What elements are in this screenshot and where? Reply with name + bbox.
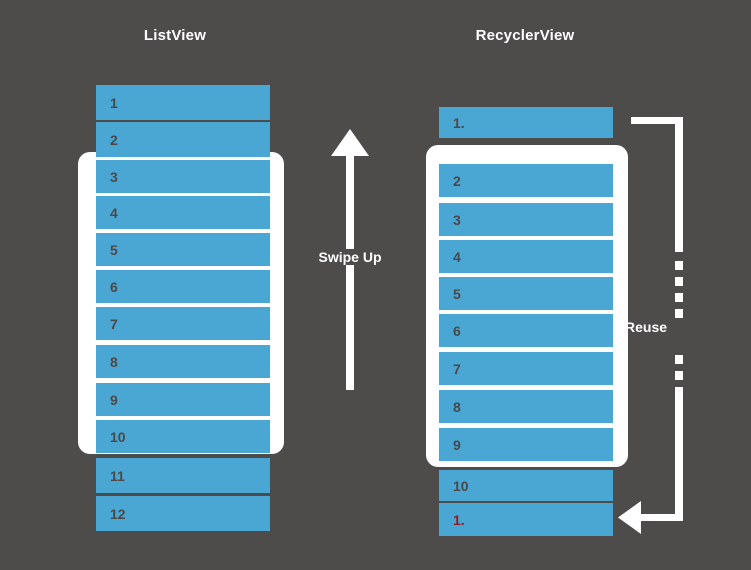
reuse-annotation: Reuse — [600, 105, 710, 535]
list-item-label: 2 — [110, 131, 118, 148]
list-item-label: 11 — [110, 467, 125, 484]
list-item-label: 12 — [110, 505, 126, 522]
list-item[interactable]: 10 — [439, 470, 613, 501]
list-item-label: 5 — [110, 241, 118, 258]
list-item[interactable]: 1. — [439, 107, 613, 138]
list-item[interactable]: 8 — [439, 390, 613, 423]
arrow-up-icon — [331, 129, 369, 390]
list-item[interactable]: 1. — [439, 503, 613, 536]
recyclerview-title: RecyclerView — [475, 27, 575, 44]
list-item[interactable]: 4 — [439, 240, 613, 273]
list-item[interactable]: 3 — [96, 160, 270, 193]
list-item-label: 6 — [453, 322, 461, 339]
swipe-up-annotation: Swipe Up — [300, 125, 400, 390]
list-item-label: 4 — [453, 248, 461, 265]
list-item[interactable]: 6 — [96, 270, 270, 303]
list-item-label: 9 — [453, 436, 461, 453]
list-item-label: 8 — [453, 398, 461, 415]
list-item-label: 8 — [110, 353, 118, 370]
list-item-label: 4 — [110, 204, 118, 221]
arrow-left-icon — [618, 117, 683, 534]
swipe-up-label: Swipe Up — [318, 249, 382, 265]
list-item[interactable]: 4 — [96, 196, 270, 229]
list-item-label: 6 — [110, 278, 118, 295]
list-item[interactable]: 1 — [96, 85, 270, 120]
list-item-label: 2 — [453, 172, 461, 189]
list-item[interactable]: 9 — [96, 383, 270, 416]
list-item-label: 7 — [110, 315, 118, 332]
list-item[interactable]: 3 — [439, 203, 613, 236]
list-item[interactable]: 6 — [439, 314, 613, 347]
list-item-label: 9 — [110, 391, 118, 408]
list-item[interactable]: 5 — [96, 233, 270, 266]
list-item[interactable]: 10 — [96, 420, 270, 453]
list-item[interactable]: 7 — [439, 352, 613, 385]
list-item-label: 1 — [110, 94, 118, 111]
list-item[interactable]: 7 — [96, 307, 270, 340]
list-item[interactable]: 5 — [439, 277, 613, 310]
list-item-label: 10 — [453, 477, 469, 494]
listview-title: ListView — [143, 27, 207, 44]
list-item[interactable]: 2 — [439, 164, 613, 197]
list-item[interactable]: 8 — [96, 345, 270, 378]
list-item[interactable]: 12 — [96, 496, 270, 531]
list-item-label: 1. — [453, 511, 465, 528]
list-item-label: 10 — [110, 428, 126, 445]
list-item-label: 3 — [453, 211, 461, 228]
list-item-label: 5 — [453, 285, 461, 302]
list-item[interactable]: 2 — [96, 122, 270, 157]
list-item-label: 7 — [453, 360, 461, 377]
list-item-label: 3 — [110, 168, 118, 185]
list-item[interactable]: 9 — [439, 428, 613, 461]
reuse-label: Reuse — [625, 319, 668, 335]
list-item[interactable]: 11 — [96, 458, 270, 493]
list-item-label: 1. — [453, 114, 465, 131]
